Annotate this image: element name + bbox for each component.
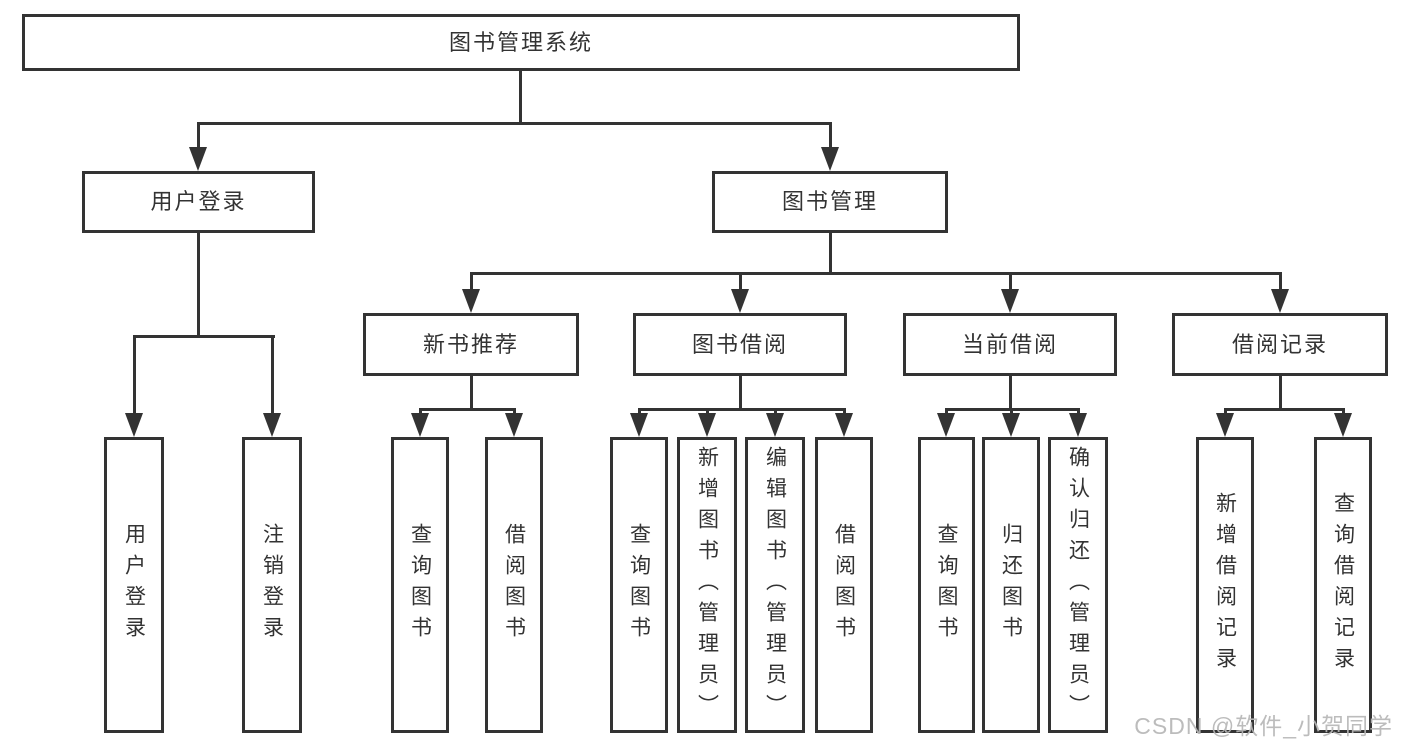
connector-drop-leaf xyxy=(1010,408,1013,416)
leaf-user-login: 用户登录 xyxy=(104,437,164,733)
node-root-label: 图书管理系统 xyxy=(448,29,593,55)
node-borrow-record-label: 借阅记录 xyxy=(1231,331,1328,357)
leaf-logout-label: 注销登录 xyxy=(260,523,284,647)
node-book-mgmt: 图书管理 xyxy=(712,171,948,233)
arrow-down-icon xyxy=(630,413,648,437)
node-new-book-rec: 新书推荐 xyxy=(363,313,579,376)
node-user-login: 用户登录 xyxy=(82,171,315,233)
connector-drop-leaf xyxy=(774,408,777,416)
connector-level3-fork xyxy=(470,272,1282,275)
leaf-borrow-add-label: 新增图书（管理员） xyxy=(695,445,719,725)
connector-drop-leaf xyxy=(419,408,422,416)
connector-drop-leaf xyxy=(843,408,846,416)
connector-drop-book-mgmt xyxy=(829,122,832,150)
leaf-borrow-query-label: 查询图书 xyxy=(627,523,651,647)
connector-user-login-fork xyxy=(133,335,275,338)
connector-drop-leaf xyxy=(945,408,948,416)
arrow-down-icon xyxy=(411,413,429,437)
connector-drop-leaf xyxy=(133,335,136,415)
leaf-current-return: 归还图书 xyxy=(982,437,1040,733)
arrow-down-icon xyxy=(937,413,955,437)
connector-borrow-record-fork xyxy=(1224,408,1344,411)
node-current-borrow: 当前借阅 xyxy=(903,313,1117,376)
connector-drop-level3 xyxy=(739,272,742,291)
node-new-book-rec-label: 新书推荐 xyxy=(422,331,519,357)
connector-drop-leaf xyxy=(1342,408,1345,416)
arrow-down-icon xyxy=(835,413,853,437)
connector-drop-user-login xyxy=(197,122,200,150)
connector-new-book-fork xyxy=(419,408,515,411)
connector-level2-fork xyxy=(197,122,832,125)
arrow-down-icon xyxy=(505,413,523,437)
connector-drop-leaf xyxy=(513,408,516,416)
arrow-down-icon xyxy=(1069,413,1087,437)
leaf-borrow-edit-label: 编辑图书（管理员） xyxy=(763,445,787,725)
leaf-record-add: 新增借阅记录 xyxy=(1196,437,1254,733)
connector-drop-leaf xyxy=(271,335,274,415)
arrow-down-icon xyxy=(189,147,207,171)
connector-drop-leaf xyxy=(638,408,641,416)
connector-book-borrow-fork xyxy=(638,408,845,411)
connector-drop-leaf xyxy=(1224,408,1227,416)
node-book-mgmt-label: 图书管理 xyxy=(781,189,878,214)
connector-user-login-stem xyxy=(197,233,200,338)
leaf-borrow-query: 查询图书 xyxy=(610,437,668,733)
connector-drop-leaf xyxy=(706,408,709,416)
connector-current-borrow-stem xyxy=(1009,376,1012,411)
leaf-current-query: 查询图书 xyxy=(918,437,975,733)
leaf-current-return-label: 归还图书 xyxy=(999,523,1023,647)
leaf-borrow-borrow-label: 借阅图书 xyxy=(832,523,856,647)
node-user-login-label: 用户登录 xyxy=(150,189,247,214)
arrow-down-icon xyxy=(125,413,143,437)
arrow-down-icon xyxy=(1001,289,1019,313)
leaf-newbook-query: 查询图书 xyxy=(391,437,449,733)
leaf-user-login-label: 用户登录 xyxy=(122,523,146,647)
node-book-borrow: 图书借阅 xyxy=(633,313,847,376)
leaf-borrow-borrow: 借阅图书 xyxy=(815,437,873,733)
leaf-newbook-query-label: 查询图书 xyxy=(408,523,432,647)
leaf-record-query-label: 查询借阅记录 xyxy=(1331,492,1355,678)
connector-drop-level3 xyxy=(470,272,473,291)
leaf-record-add-label: 新增借阅记录 xyxy=(1213,492,1237,678)
arrow-down-icon xyxy=(462,289,480,313)
connector-borrow-record-stem xyxy=(1279,376,1282,411)
leaf-newbook-borrow-label: 借阅图书 xyxy=(502,523,526,647)
arrow-down-icon xyxy=(1334,413,1352,437)
node-current-borrow-label: 当前借阅 xyxy=(961,331,1058,357)
connector-book-mgmt-stem xyxy=(829,233,832,275)
node-book-borrow-label: 图书借阅 xyxy=(691,331,788,357)
node-borrow-record: 借阅记录 xyxy=(1172,313,1388,376)
node-root: 图书管理系统 xyxy=(22,14,1020,71)
connector-drop-level3 xyxy=(1009,272,1012,291)
arrow-down-icon xyxy=(1216,413,1234,437)
connector-drop-leaf xyxy=(1077,408,1080,416)
leaf-logout: 注销登录 xyxy=(242,437,302,733)
connector-book-borrow-stem xyxy=(739,376,742,411)
connector-drop-level3 xyxy=(1279,272,1282,291)
connector-root-stem xyxy=(519,71,522,125)
connector-new-book-stem xyxy=(470,376,473,411)
leaf-current-confirm: 确认归还（管理员） xyxy=(1048,437,1108,733)
leaf-current-query-label: 查询图书 xyxy=(935,523,958,647)
leaf-borrow-edit: 编辑图书（管理员） xyxy=(745,437,805,733)
arrow-down-icon xyxy=(1002,413,1020,437)
arrow-down-icon xyxy=(263,413,281,437)
leaf-newbook-borrow: 借阅图书 xyxy=(485,437,543,733)
leaf-current-confirm-label: 确认归还（管理员） xyxy=(1066,445,1090,725)
arrow-down-icon xyxy=(821,147,839,171)
leaf-record-query: 查询借阅记录 xyxy=(1314,437,1372,733)
leaf-borrow-add: 新增图书（管理员） xyxy=(677,437,737,733)
arrow-down-icon xyxy=(1271,289,1289,313)
arrow-down-icon xyxy=(698,413,716,437)
watermark: CSDN @软件_小贺同学 xyxy=(1134,713,1393,739)
arrow-down-icon xyxy=(731,289,749,313)
arrow-down-icon xyxy=(766,413,784,437)
